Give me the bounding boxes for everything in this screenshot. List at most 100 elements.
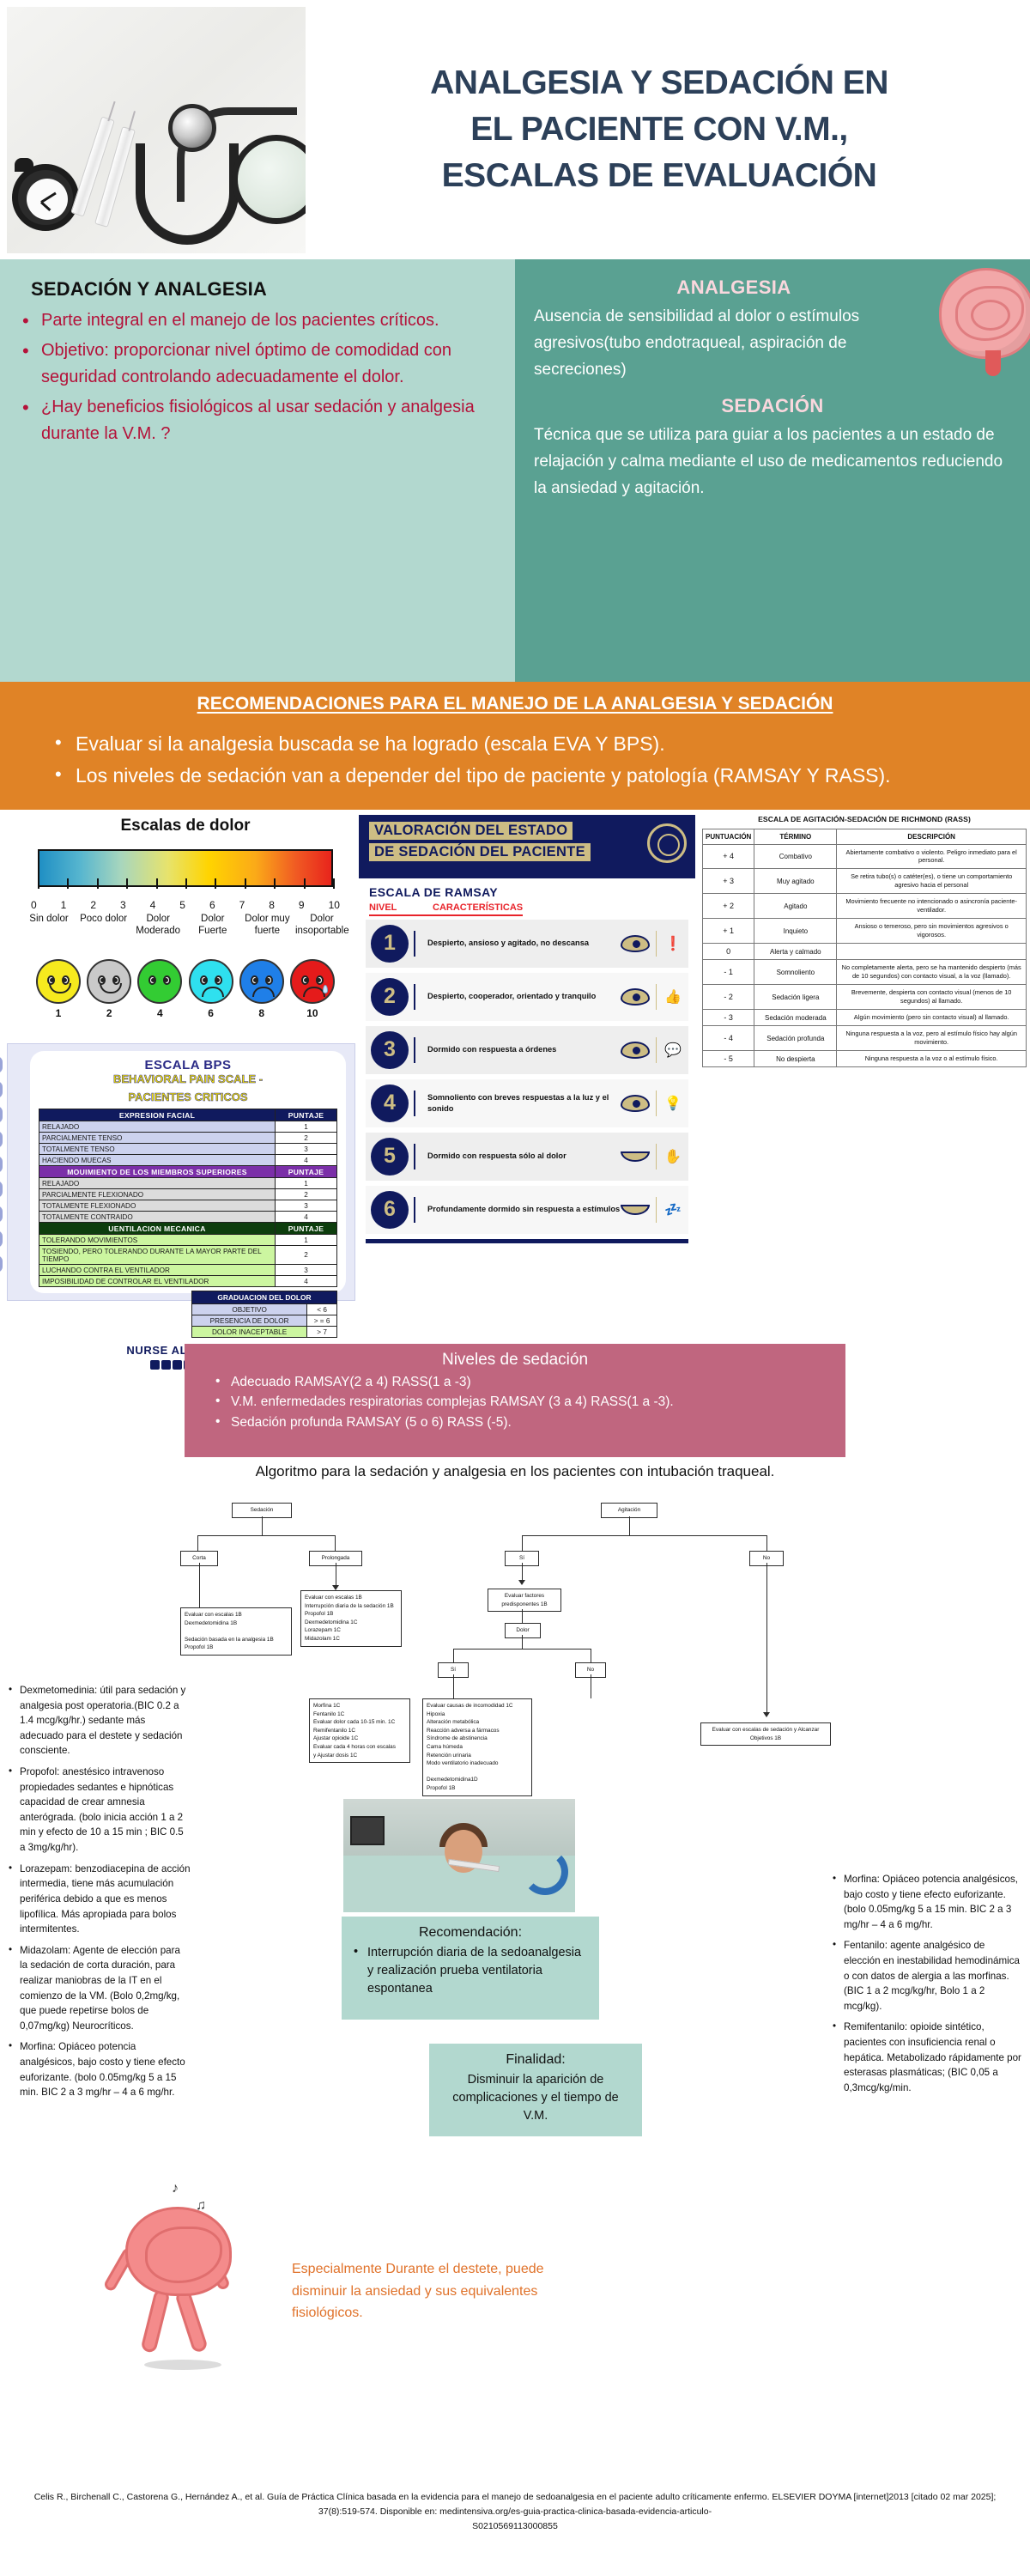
patient-photo-intubated — [343, 1799, 575, 1912]
title-line-1: ANALGESIA Y SEDACIÓN EN — [430, 64, 888, 102]
rass-term: Sedación profunda — [754, 1025, 838, 1052]
rass-score: - 2 — [701, 984, 755, 1011]
flow-arrow — [332, 1585, 339, 1590]
pain-face-value: 10 — [306, 1007, 318, 1020]
facebook-icon[interactable] — [149, 1360, 160, 1370]
flow-line — [629, 1516, 630, 1535]
pain-tick — [67, 878, 70, 889]
ramsay-header-line-2: DE SEDACIÓN DEL PACIENTE — [369, 842, 591, 861]
bps-score-header: PUNTAJE — [275, 1165, 337, 1178]
graduacion-title: GRADUACION DEL DOLOR — [191, 1291, 337, 1304]
rass-score: - 3 — [701, 1009, 755, 1027]
flow-line — [522, 1535, 523, 1551]
sedacion-text: Técnica que se utiliza para guiar a los … — [534, 426, 1003, 497]
rass-score: + 1 — [701, 918, 755, 945]
ramsay-subtitle: ESCALA DE RAMSAY — [369, 884, 499, 899]
pain-label: Sin dolor — [29, 913, 69, 924]
drugs-right-column: Morfina: Opiáceo potencia analgésicos, b… — [833, 1871, 1023, 2102]
rass-term: Inquieto — [754, 918, 838, 945]
pain-face: 6 — [188, 959, 233, 1020]
pain-face-value: 2 — [106, 1007, 112, 1020]
pain-face: 2 — [87, 959, 132, 1020]
brain-leg-right — [174, 2288, 209, 2354]
stethoscope-tube-upper — [177, 107, 297, 202]
table-row: OBJETIVO< 6 — [191, 1303, 337, 1315]
brain-leg-left — [140, 2287, 171, 2354]
bps-section-title: EXPRESION FACIAL — [39, 1109, 276, 1121]
flow-line — [199, 1563, 200, 1607]
list-item: Los niveles de sedación van a depender d… — [55, 759, 1004, 792]
list-item: V.M. enfermedades respiratorias compleja… — [215, 1391, 828, 1412]
pain-face-value: 4 — [157, 1007, 163, 1020]
rass-title: ESCALA DE AGITACIÓN-SEDACIÓN DE RICHMOND… — [758, 814, 971, 823]
list-item: Midazolam: Agente de elección para la se… — [9, 1942, 191, 2034]
bps-row-label: TOSIENDO, PERO TOLERANDO DURANTE LA MAYO… — [39, 1245, 276, 1265]
instagram-icon[interactable] — [161, 1360, 171, 1370]
list-item: Morfina: Opiáceo potencia analgésicos, b… — [9, 2038, 191, 2099]
rass-term: Agitado — [754, 893, 838, 920]
ramsay-description: Despierto, ansioso y agitado, no descans… — [427, 939, 590, 948]
divider — [656, 1196, 657, 1223]
rass-term: Combativo — [754, 843, 838, 870]
list-item: Interrupción diaria de la sedoanalgesia … — [354, 1943, 587, 1998]
table-row: TOSIENDO, PERO TOLERANDO DURANTE LA MAYO… — [39, 1245, 337, 1265]
niveles-sedacion-title: Niveles de sedación — [441, 1351, 589, 1369]
bps-row-label: TOTALMENTE CONTRAIDO — [39, 1211, 276, 1223]
recomendacion-panel: Recomendación: Interrupción diaria de la… — [342, 1917, 599, 2020]
list-item: Morfina: Opiáceo potencia analgésicos, b… — [833, 1871, 1023, 1932]
pain-number: 4 — [149, 898, 156, 911]
ventilator-hose — [522, 1849, 568, 1895]
pain-number: 7 — [239, 898, 245, 911]
recomendaciones-list: Evaluar si la analgesia buscada se ha lo… — [26, 727, 1004, 793]
bps-row-score: 4 — [275, 1275, 337, 1287]
flow-line — [453, 1649, 454, 1662]
brain-shadow — [144, 2360, 221, 2370]
brain-icon — [939, 268, 1030, 359]
bps-score-header: PUNTAJE — [275, 1109, 337, 1121]
bps-row-score: 3 — [275, 1200, 337, 1212]
pain-tick — [274, 878, 276, 889]
bps-row-score: 1 — [275, 1177, 337, 1189]
pain-face: 10 — [289, 959, 335, 1020]
rass-description: Brevemente, despierta con contacto visua… — [836, 984, 1027, 1011]
footer-citation: Celis R., Birchenall C., Castorena G., H… — [0, 2490, 1030, 2534]
rass-description: Algún movimiento (pero sin contacto visu… — [836, 1009, 1027, 1027]
brain-body-icon — [125, 2207, 232, 2296]
definiciones-panel: ANALGESIA Ausencia de sensibilidad al do… — [515, 259, 1030, 682]
flow-line — [197, 1535, 198, 1551]
pain-tick — [38, 878, 39, 889]
pain-number: 9 — [298, 898, 305, 911]
bps-row-score: 2 — [275, 1132, 337, 1144]
list-item: Adecuado RAMSAY(2 a 4) RASS(1 a -3) — [215, 1371, 828, 1392]
bps-row-score: 4 — [275, 1211, 337, 1223]
eye-icon — [621, 1041, 650, 1059]
pain-tick — [303, 878, 306, 889]
flow-line — [766, 1535, 767, 1551]
flow-line — [522, 1535, 766, 1536]
escalas-dolor-title: Escalas de dolor — [120, 816, 251, 835]
ramsay-scale-card: VALORACIÓN DEL ESTADO DE SEDACIÓN DEL PA… — [359, 814, 695, 1311]
ramsay-col-nivel: NIVEL — [369, 902, 433, 916]
rass-score: + 2 — [701, 893, 755, 920]
pain-number: 1 — [60, 898, 67, 911]
citation-doi: S0210569113000855 — [472, 2521, 558, 2531]
rass-description: Ninguna respuesta a la voz, pero al estí… — [836, 1025, 1027, 1052]
notebook-rings — [0, 1055, 3, 1281]
rass-score: - 5 — [701, 1050, 755, 1068]
flow-line — [522, 1563, 523, 1582]
rass-description: Abiertamente combativo o violento. Pelig… — [836, 843, 1027, 870]
walking-brain-illustration — [94, 2207, 266, 2430]
twitter-icon[interactable] — [172, 1360, 182, 1370]
ramsay-level-badge: 6 — [371, 1190, 409, 1229]
pain-number: 0 — [31, 898, 37, 911]
pain-face-icon — [239, 959, 284, 1005]
pain-face-value: 6 — [208, 1007, 214, 1020]
bottom-note-text: Especialmente Durante el destete, puede … — [292, 2262, 544, 2321]
